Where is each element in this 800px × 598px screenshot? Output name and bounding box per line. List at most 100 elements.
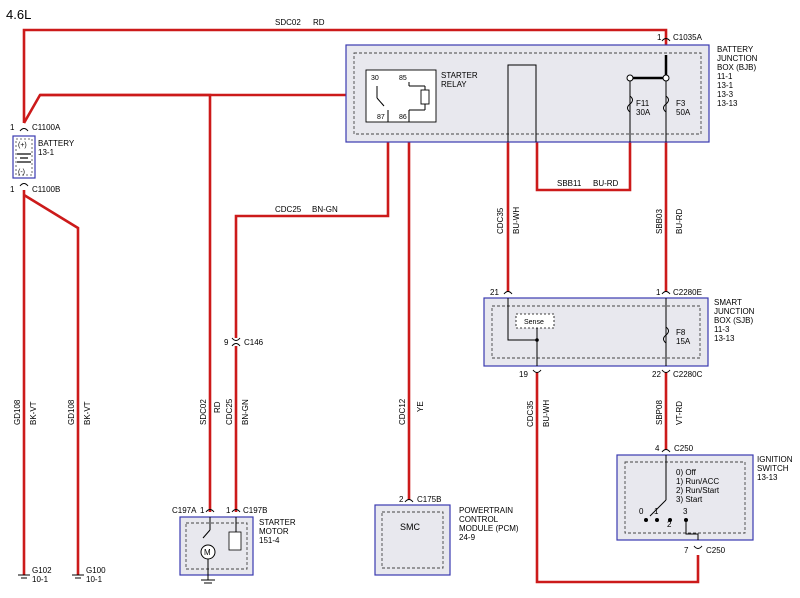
svg-text:1: 1 bbox=[654, 507, 659, 516]
connector-icon bbox=[693, 545, 703, 549]
fuse-f11-rating: 30A bbox=[636, 108, 651, 117]
svg-text:2: 2 bbox=[667, 520, 672, 529]
svg-text:13-1: 13-1 bbox=[717, 81, 734, 90]
c1100a-label: C1100A bbox=[32, 123, 61, 132]
svg-text:BOX (SJB): BOX (SJB) bbox=[714, 316, 753, 325]
wire-label-sbb03-color: BU-RD bbox=[675, 208, 684, 234]
svg-text:3: 3 bbox=[683, 507, 688, 516]
wire-gd108-b bbox=[23, 193, 80, 575]
svg-text:BOX (BJB): BOX (BJB) bbox=[717, 63, 756, 72]
relay-pin85-label: 85 bbox=[399, 75, 407, 82]
svg-text:22: 22 bbox=[652, 370, 661, 379]
svg-text:C1035A: C1035A bbox=[673, 33, 703, 42]
pcm-label: POWERTRAIN CONTROL MODULE (PCM) 24-9 bbox=[459, 506, 519, 542]
wire-label-cdc35-upper: CDC35 bbox=[496, 207, 505, 234]
svg-text:RELAY: RELAY bbox=[441, 80, 467, 89]
svg-text:CONTROL: CONTROL bbox=[459, 515, 499, 524]
ignition-inner-outline bbox=[624, 461, 746, 534]
svg-text:STARTER: STARTER bbox=[259, 518, 296, 527]
switch-wiper-icon bbox=[649, 499, 667, 517]
svg-text:POWERTRAIN: POWERTRAIN bbox=[459, 506, 513, 515]
ignition-switch: 4 C250 0) Off 1) Run/ACC 2) Run/Start 3)… bbox=[616, 444, 793, 555]
svg-text:9: 9 bbox=[224, 338, 229, 347]
ignition-label: IGNITION SWITCH 13-13 bbox=[757, 455, 793, 482]
svg-text:1: 1 bbox=[656, 288, 661, 297]
svg-text:13-3: 13-3 bbox=[717, 90, 734, 99]
wire-sbb11 bbox=[535, 142, 632, 192]
svg-text:3) Start: 3) Start bbox=[676, 495, 703, 504]
fuse-f11-icon bbox=[627, 95, 633, 113]
battery-ref: 13-1 bbox=[38, 148, 55, 157]
wire-label-cdc35-lower-color: BU-WH bbox=[542, 400, 551, 427]
fuse-f11-name: F11 bbox=[636, 99, 650, 108]
svg-text:24-9: 24-9 bbox=[459, 533, 476, 542]
connector-icon bbox=[661, 449, 671, 453]
relay-pin87-label: 87 bbox=[377, 114, 385, 121]
ground-g100: G100 10-1 bbox=[72, 566, 106, 584]
wire-label-sbb03: SBB03 bbox=[655, 209, 664, 234]
wire-label-cdc12-color: YE bbox=[416, 401, 425, 412]
svg-text:13-13: 13-13 bbox=[757, 473, 778, 482]
wire-label-cdc25-v: CDC25 bbox=[225, 398, 234, 425]
svg-text:MOTOR: MOTOR bbox=[259, 527, 289, 536]
svg-text:1: 1 bbox=[200, 506, 205, 515]
fuse-f3-icon bbox=[663, 95, 669, 113]
c175b-label: C175B bbox=[417, 495, 441, 504]
bus-node-icon bbox=[626, 74, 634, 82]
wire-label-gd108-b-color: BK-VT bbox=[83, 401, 92, 425]
svg-text:G100: G100 bbox=[86, 566, 106, 575]
svg-text:BATTERY: BATTERY bbox=[717, 45, 754, 54]
svg-text:1: 1 bbox=[226, 506, 231, 515]
svg-text:7: 7 bbox=[684, 546, 689, 555]
svg-text:21: 21 bbox=[490, 288, 499, 297]
relay-coil-icon bbox=[420, 89, 430, 105]
relay-pin30-label: 30 bbox=[371, 75, 379, 82]
wire-label-sdc02-v: SDC02 bbox=[199, 399, 208, 425]
wire-label-sbp08: SBP08 bbox=[655, 400, 664, 425]
c2280c-label: C2280C bbox=[673, 370, 703, 379]
svg-text:SWITCH: SWITCH bbox=[757, 464, 789, 473]
wire-label-sbb11: SBB11 bbox=[557, 179, 582, 188]
connector-icon bbox=[532, 369, 542, 373]
ground-g102: G102 10-1 bbox=[18, 566, 52, 584]
wire-cdc35-lower bbox=[535, 372, 700, 584]
c250-bottom-label: C250 bbox=[706, 546, 726, 555]
svg-text:10-1: 10-1 bbox=[32, 575, 49, 584]
battery: 1 C1100A (+) (-) BATTERY 13-1 1 C1100B bbox=[10, 123, 75, 194]
sjb-label: SMART JUNCTION BOX (SJB) 11-3 13-13 bbox=[714, 298, 755, 343]
wire-label-cdc35-upper-color: BU-WH bbox=[512, 207, 521, 234]
battery-box bbox=[12, 135, 36, 179]
connector-icon bbox=[231, 509, 241, 513]
wire-label-cdc35-lower: CDC35 bbox=[526, 400, 535, 427]
starter-relay-label: STARTER RELAY bbox=[441, 71, 478, 89]
sense-label: Sense bbox=[524, 319, 544, 326]
relay-contact-icon bbox=[376, 97, 385, 107]
pcm-outline bbox=[374, 504, 451, 576]
wire-label-cdc25-h-color: BN-GN bbox=[312, 205, 338, 214]
wire-label-cdc25-h: CDC25 bbox=[275, 205, 302, 214]
diagram-title: 4.6L bbox=[6, 7, 31, 22]
fuse-f3-name: F3 bbox=[676, 99, 686, 108]
wire-label-gd108-a-color: BK-VT bbox=[29, 401, 38, 425]
c1100a-pin: 1 bbox=[10, 123, 15, 132]
relay-pin86-label: 86 bbox=[399, 114, 407, 121]
connector-icon bbox=[661, 291, 671, 295]
solenoid-coil-icon bbox=[228, 531, 242, 551]
wire-label-cdc12: CDC12 bbox=[398, 398, 407, 425]
svg-text:4: 4 bbox=[655, 444, 660, 453]
connector-icon bbox=[404, 499, 414, 503]
svg-text:19: 19 bbox=[519, 370, 528, 379]
wire-label-sbp08-color: VT-RD bbox=[675, 401, 684, 425]
battery-minus-label: (-) bbox=[18, 169, 25, 176]
connector-icon bbox=[503, 291, 513, 295]
connector-c1035a: 1 C1035A bbox=[657, 33, 703, 42]
connector-icon bbox=[231, 337, 241, 341]
svg-text:2) Run/Start: 2) Run/Start bbox=[676, 486, 720, 495]
c2280e-label: C2280E bbox=[673, 288, 702, 297]
svg-text:SMART: SMART bbox=[714, 298, 742, 307]
c1100b-label: C1100B bbox=[32, 185, 60, 194]
svg-text:151-4: 151-4 bbox=[259, 536, 280, 545]
smart-junction-box: Sense F8 15A SMART JUNCTION BOX (SJB) 11… bbox=[483, 288, 755, 379]
connector-icon bbox=[231, 343, 241, 347]
